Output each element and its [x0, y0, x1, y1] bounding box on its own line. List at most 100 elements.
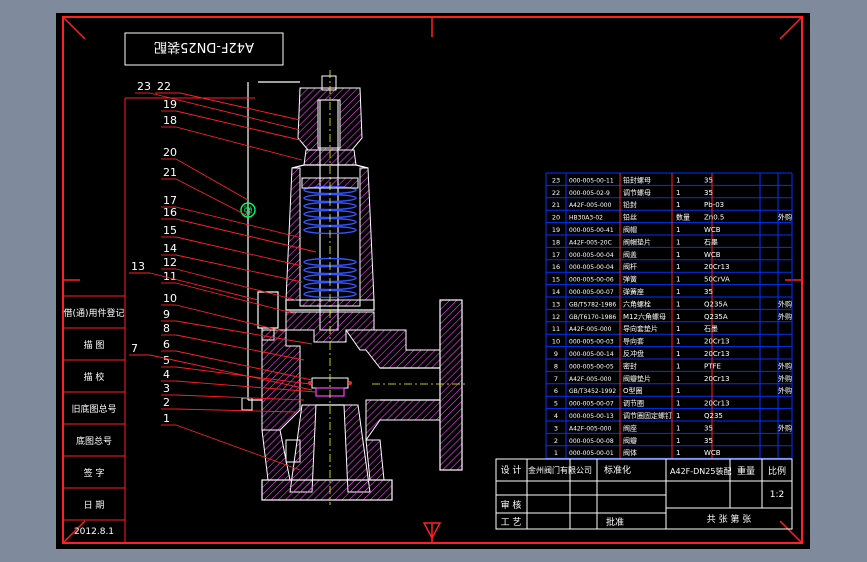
title-block: 设 计金州阀门有限公司标准化审 核工 艺批准A42F-DN25装配重量比例1:2…	[495, 458, 793, 530]
bom-name: 阀体	[623, 448, 637, 457]
bom-material: Q235A	[704, 300, 728, 308]
callout-number: 20	[163, 146, 177, 159]
callout-leader	[175, 236, 303, 267]
bom-material: WCB	[704, 251, 721, 259]
callout-number: 5	[163, 354, 170, 367]
bom-material: 20Cr13	[704, 263, 730, 271]
bom-qty: 1	[676, 424, 680, 432]
bom-material: 35	[704, 437, 713, 445]
side-block-label: 描 图	[84, 339, 105, 351]
bom-name: 反冲盘	[623, 349, 644, 358]
bom-no: 20	[552, 214, 560, 222]
callout-number: 23	[137, 80, 151, 93]
bom-material: 35	[704, 288, 713, 296]
bom-material: Q235	[704, 412, 723, 420]
callout-leader	[175, 158, 249, 201]
bom-code: 000-005-00-06	[569, 277, 614, 284]
bom-no: 4	[554, 412, 558, 420]
bom-code: 000-005-00-07	[569, 289, 614, 296]
bom-qty: 1	[676, 300, 680, 308]
callout-number: 19	[163, 98, 177, 111]
bom-no: 22	[552, 189, 560, 197]
callout-leader	[175, 350, 313, 381]
bom-material: 20Cr13	[704, 338, 730, 346]
bom-name: 阀瓣	[623, 436, 637, 445]
outlet-flange-outline	[439, 299, 463, 471]
callout-leader	[149, 92, 301, 131]
callout-number: 21	[163, 166, 177, 179]
bom-no: 23	[552, 176, 560, 184]
bom-material: 20Cr13	[704, 400, 730, 408]
bom-code: A42F-005-000	[569, 202, 612, 209]
drawing-date: 2012.8.1	[74, 527, 114, 537]
bom-name: 阀帽垫片	[623, 237, 651, 246]
callout-number: 4	[163, 368, 170, 381]
bom-material: 35	[704, 424, 713, 432]
seal-dot	[308, 381, 312, 385]
bom-code: 000-005-00-14	[569, 351, 614, 358]
tb-design-label: 设 计	[501, 464, 522, 476]
bom-qty: 1	[676, 449, 680, 457]
callout-leader	[175, 282, 297, 315]
bom-qty: 1	[676, 238, 680, 246]
callout-number: 1	[163, 412, 170, 425]
bom-note: 外购	[778, 423, 792, 432]
spring-seal-label: 弹	[243, 205, 252, 217]
bom-qty: 1	[676, 400, 680, 408]
bom-no: 5	[554, 400, 558, 408]
callout-number: 10	[163, 292, 177, 305]
bom-qty: 1	[676, 176, 680, 184]
bom-name: M12六角螺母	[623, 312, 666, 321]
inlet-flange	[261, 479, 393, 501]
tb-weight-label: 重量	[737, 465, 755, 477]
side-block-label: 签 字	[84, 467, 105, 479]
callout-number: 22	[157, 80, 171, 93]
bom-note: 外购	[778, 299, 792, 308]
callout-number: 18	[163, 114, 177, 127]
side-block-label: 旧底图总号	[71, 403, 116, 415]
bom-qty: 1	[676, 226, 680, 234]
bom-no: 16	[552, 263, 560, 271]
bom-material: WCB	[704, 449, 721, 457]
callout-leader	[149, 272, 259, 301]
bom-name: 调节螺母	[623, 188, 651, 197]
tb-drawing-name: A42F-DN25装配	[670, 466, 731, 476]
callout-leader	[175, 206, 303, 239]
bom-name: 阀盖	[623, 250, 637, 259]
bom-qty: 1	[676, 362, 680, 370]
bom-code: A42F-005-000	[569, 376, 612, 383]
bom-note: 外购	[778, 386, 792, 395]
side-block-label: 借(通)用件登记	[63, 307, 124, 319]
cap-bore	[317, 99, 341, 149]
drain-plug	[285, 439, 301, 463]
bom-name: 密封	[623, 361, 637, 370]
callout-number: 3	[163, 382, 170, 395]
bom-no: 10	[552, 338, 560, 346]
bom-name: 导向套垫片	[623, 324, 658, 333]
bom-code: 000-005-00-08	[569, 438, 614, 445]
bom-material: 20Cr13	[704, 350, 730, 358]
callout-number: 15	[163, 224, 177, 237]
bom-material: 石墨	[704, 238, 718, 246]
bom-code: A42F-005-000	[569, 425, 612, 432]
side-block-label: 描 校	[84, 371, 105, 383]
bom-note: 外购	[778, 374, 792, 383]
bom-qty: 1	[676, 437, 680, 445]
seal-nut	[321, 75, 337, 91]
callout-leader	[175, 304, 287, 333]
callout-leader	[175, 254, 303, 283]
bom-qty: 1	[676, 325, 680, 333]
bom-code: 000-005-00-13	[569, 413, 614, 420]
tb-sheet-text: 共 张 第 张	[707, 513, 752, 525]
callout-leader	[175, 334, 305, 361]
